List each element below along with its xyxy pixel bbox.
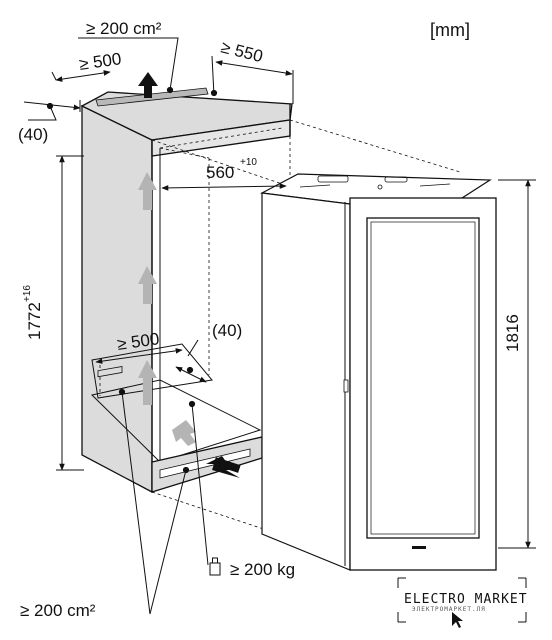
- base-clearance-label: (40): [212, 321, 242, 340]
- load-label: ≥ 200 kg: [230, 560, 295, 579]
- intake-bottom-arrow: [206, 456, 241, 478]
- niche-floor: [90, 379, 262, 463]
- airflow-arrows: [138, 72, 241, 478]
- dimension-lines: [23, 37, 536, 615]
- airflow-intake-arrow: [172, 420, 196, 446]
- cursor-icon: [452, 612, 463, 628]
- watermark-title: ELECTRO MARKET: [404, 592, 528, 607]
- appliance: [260, 173, 497, 571]
- appliance-side: [261, 192, 351, 571]
- niche-height-tolerance: +16: [22, 285, 33, 302]
- door-brand-logo: [412, 546, 426, 549]
- airflow-up-arrow: [138, 172, 157, 210]
- door-glass-panel: [366, 217, 480, 539]
- niche-top-panel: [80, 91, 293, 141]
- niche-width-tolerance: +10: [240, 157, 257, 168]
- airflow-up-arrow: [138, 360, 157, 405]
- top-clearance-label: (40): [18, 125, 48, 144]
- top-width-label: ≥ 500: [78, 49, 123, 74]
- niche-depth-line: [215, 60, 293, 76]
- niche-width-label: 560: [206, 163, 234, 182]
- exhaust-top-arrow: [138, 72, 158, 98]
- niche-height-label: 1772: [25, 302, 44, 340]
- niche-side-panel: [81, 104, 153, 494]
- niche-cabinet: [80, 87, 461, 556]
- niche-width-line: [161, 183, 287, 191]
- watermark-logo: ELECTRO MARKET ЭЛЕКТРОМАРКЕТ.ЛЯ: [397, 577, 528, 628]
- floor-vent-slot: [97, 366, 123, 378]
- weight-icon: [209, 557, 221, 576]
- appliance-height-label: 1816: [503, 314, 522, 352]
- plinth-vent-opening: [159, 448, 251, 479]
- vent-bottom-area-label: ≥ 200 cm²: [20, 601, 96, 620]
- units-label: [mm]: [430, 20, 470, 40]
- vent-top-leader: [78, 37, 179, 91]
- niche-depth-label: ≥ 550: [219, 37, 265, 66]
- airflow-up-arrow: [138, 266, 157, 304]
- base-width-line: [95, 348, 183, 364]
- watermark-subtitle: ЭЛЕКТРОМАРКЕТ.ЛЯ: [412, 606, 486, 613]
- vent-top-area-label: ≥ 200 cm²: [86, 19, 162, 38]
